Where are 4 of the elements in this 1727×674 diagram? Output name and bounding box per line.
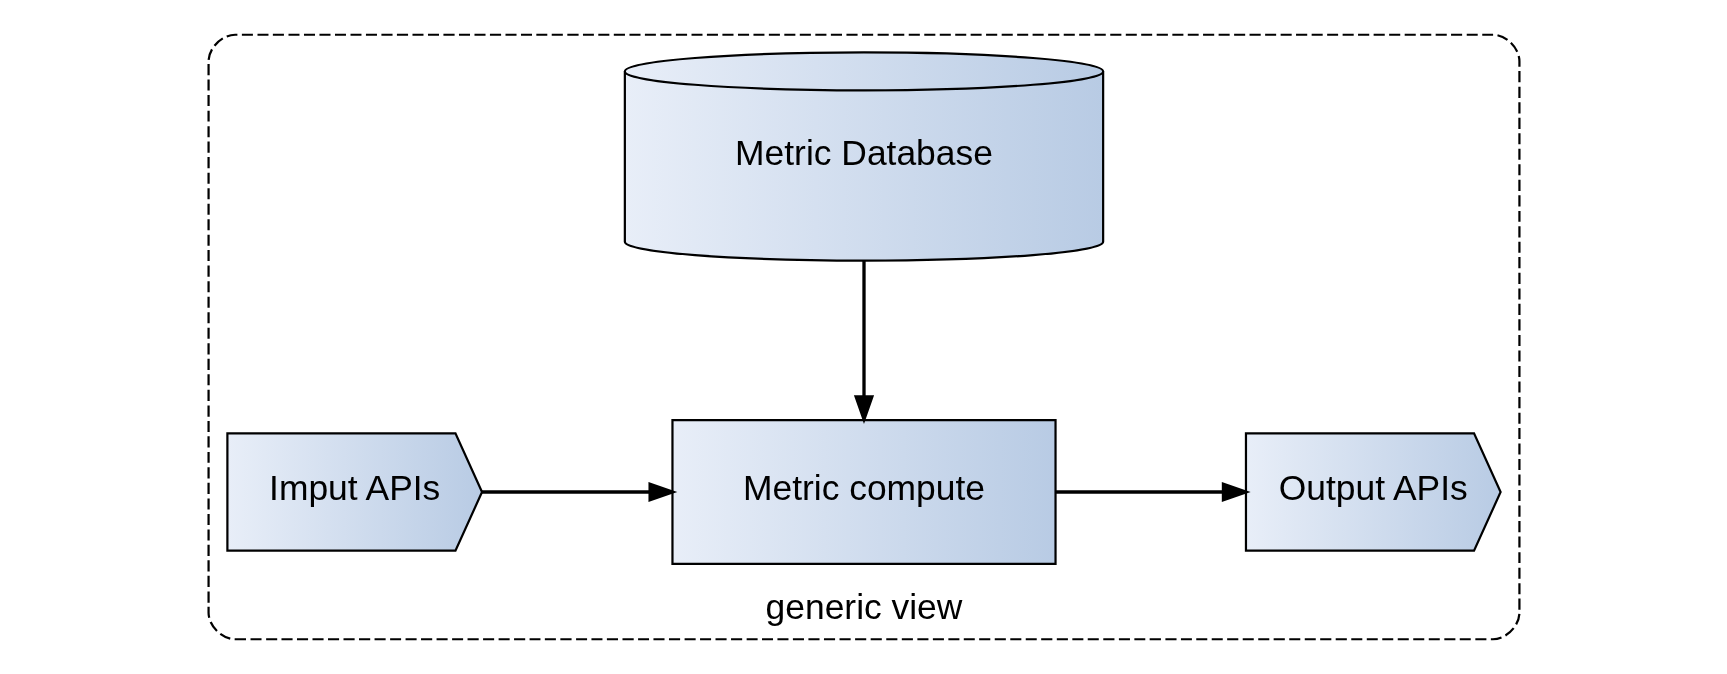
arrow — [1055, 481, 1251, 503]
arrow — [853, 260, 874, 425]
arrow — [481, 481, 677, 503]
node-box: Metric compute — [670, 418, 1057, 566]
